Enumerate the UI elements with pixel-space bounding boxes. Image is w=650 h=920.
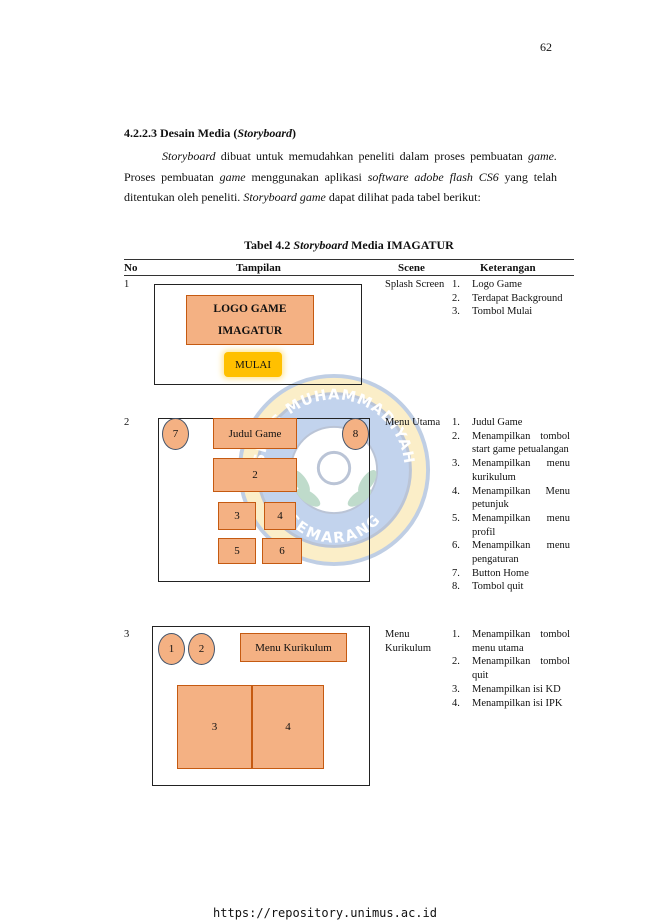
splash-screen-mockup: [154, 284, 362, 385]
page-number: 62: [540, 40, 552, 54]
list-item: 2.Menampilkan tombol quit: [452, 656, 570, 682]
header-tampilan: Tampilan: [236, 262, 281, 274]
header-scene: Scene: [398, 262, 425, 274]
circle-8: 8: [342, 418, 369, 450]
table-caption: Tabel 4.2 Storyboard Media IMAGATUR: [244, 238, 454, 252]
menu-kurikulum-title-box: Menu Kurikulum: [240, 633, 347, 662]
list-item: 7.Button Home: [452, 567, 529, 579]
list-item: 8.Tombol quit: [452, 581, 524, 593]
row-3-no: 3: [124, 629, 130, 640]
footer-url: https://repository.unimus.ac.id: [213, 906, 437, 920]
list-item: 1.Menampilkan tombol menu utama: [452, 629, 570, 654]
judul-game-box: Judul Game: [213, 418, 297, 449]
section-heading: 4.2.2.3 Desain Media (Storyboard): [124, 126, 297, 140]
row-1-keterangan: 1.Logo Game 2.Terdapat Background 3.Tomb…: [446, 278, 570, 319]
header-no: No: [124, 262, 138, 274]
header-keterangan: Keterangan: [480, 262, 536, 274]
logo-game-box: LOGO GAME IMAGATUR: [186, 295, 314, 345]
circle-2: 2: [188, 633, 215, 665]
table-header-rule: [124, 275, 574, 276]
row-3-keterangan: 1.Menampilkan tombol menu utama 2.Menamp…: [446, 628, 570, 710]
list-item: 5.Menampilkan menu profil: [452, 512, 570, 538]
box-3: 3: [218, 502, 256, 530]
circle-7: 7: [162, 418, 189, 450]
logo-line-1: LOGO GAME: [213, 303, 287, 315]
box-4: 4: [264, 502, 296, 530]
row-1-no: 1: [124, 279, 130, 290]
box-4-ipk: 4: [252, 685, 324, 769]
intro-paragraph: Storyboard dibuat untuk memudahkan penel…: [124, 149, 558, 204]
list-item: 1.Judul Game: [452, 417, 523, 428]
row-3-scene: Menu Kurikulum: [385, 629, 432, 654]
table-top-rule: [124, 259, 574, 260]
box-3-kd: 3: [177, 685, 252, 769]
list-item: 4.Menampilkan Menu petunjuk: [452, 485, 570, 511]
list-item: 3.Tombol Mulai: [452, 306, 533, 318]
box-6: 6: [262, 538, 302, 564]
list-item: 4.Menampilkan isi IPK: [452, 697, 563, 709]
row-1-scene: Splash Screen: [385, 279, 445, 290]
list-item: 2.Terdapat Background: [452, 292, 563, 304]
list-item: 6.Menampilkan menu pengaturan: [452, 540, 570, 566]
list-item: 1.Logo Game: [452, 279, 522, 290]
list-item: 2.Menampilkan tombol start game petualan…: [452, 430, 570, 456]
menu-kurikulum-mockup: [152, 626, 370, 786]
row-2-keterangan: 1.Judul Game 2.Menampilkan tombol start …: [446, 416, 570, 594]
list-item: 3.Menampilkan menu kurikulum: [452, 458, 570, 483]
logo-line-2: IMAGATUR: [217, 325, 283, 337]
box-2: 2: [213, 458, 297, 492]
mulai-button: MULAI: [224, 352, 282, 377]
row-2-scene: Menu Utama: [385, 417, 441, 428]
circle-1: 1: [158, 633, 185, 665]
row-2-no: 2: [124, 417, 130, 428]
box-5: 5: [218, 538, 256, 564]
list-item: 3.Menampilkan isi KD: [452, 683, 561, 695]
